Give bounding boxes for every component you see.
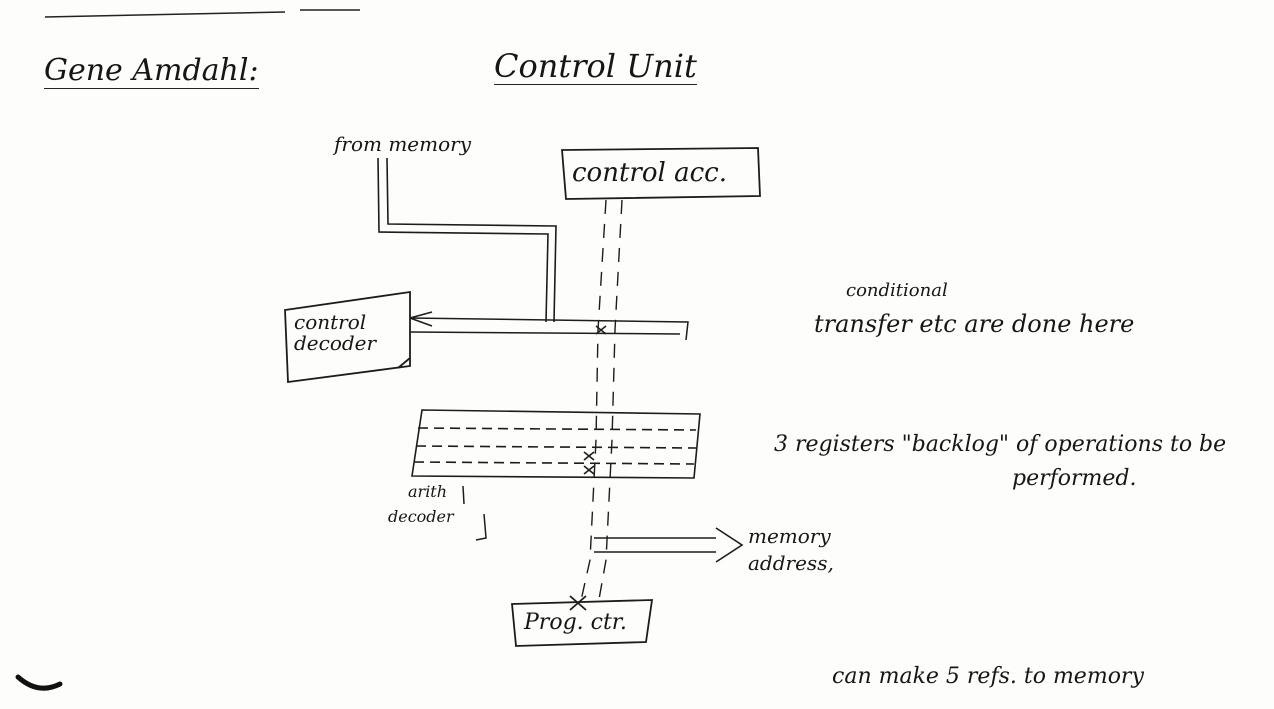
vertical-dashed-line <box>580 200 622 605</box>
arith-decoder-label: arith decoder <box>388 484 454 526</box>
control-decoder-label-line2: decoder <box>294 333 376 354</box>
memory-address-label-line1: memory <box>748 526 834 547</box>
control-decoder-label-line1: control <box>294 312 376 333</box>
page-corner-mark <box>18 677 60 688</box>
from-memory-label: from memory <box>334 134 471 154</box>
prog-ctr-label: Prog. ctr. <box>524 612 627 634</box>
control-acc-label: control acc. <box>572 160 727 186</box>
top-rule-stroke <box>45 12 285 17</box>
arith-decoder-bracket <box>463 486 486 540</box>
arith-decoder-label-line1: arith <box>388 484 454 501</box>
control-decoder-label: control decoder <box>294 312 376 354</box>
arith-decoder-label-line2: decoder <box>388 501 454 526</box>
conditional-note: conditional <box>846 282 948 300</box>
transfer-bar <box>410 312 688 340</box>
memory-address-arrow <box>594 528 742 562</box>
register-stack <box>412 410 700 478</box>
memory-address-label-line2: address, <box>748 547 834 574</box>
diagram-title: Control Unit <box>494 50 697 85</box>
transfer-note: transfer etc are done here <box>814 312 1134 336</box>
registers-note-line1: 3 registers "backlog" of operations to b… <box>774 434 1226 456</box>
memory-address-label: memory address, <box>748 526 834 574</box>
author-heading: Gene Amdahl: <box>44 56 259 89</box>
from-memory-path <box>378 158 556 322</box>
registers-note-line2: performed. <box>1012 468 1136 490</box>
refs-note: can make 5 refs. to memory <box>832 666 1144 688</box>
